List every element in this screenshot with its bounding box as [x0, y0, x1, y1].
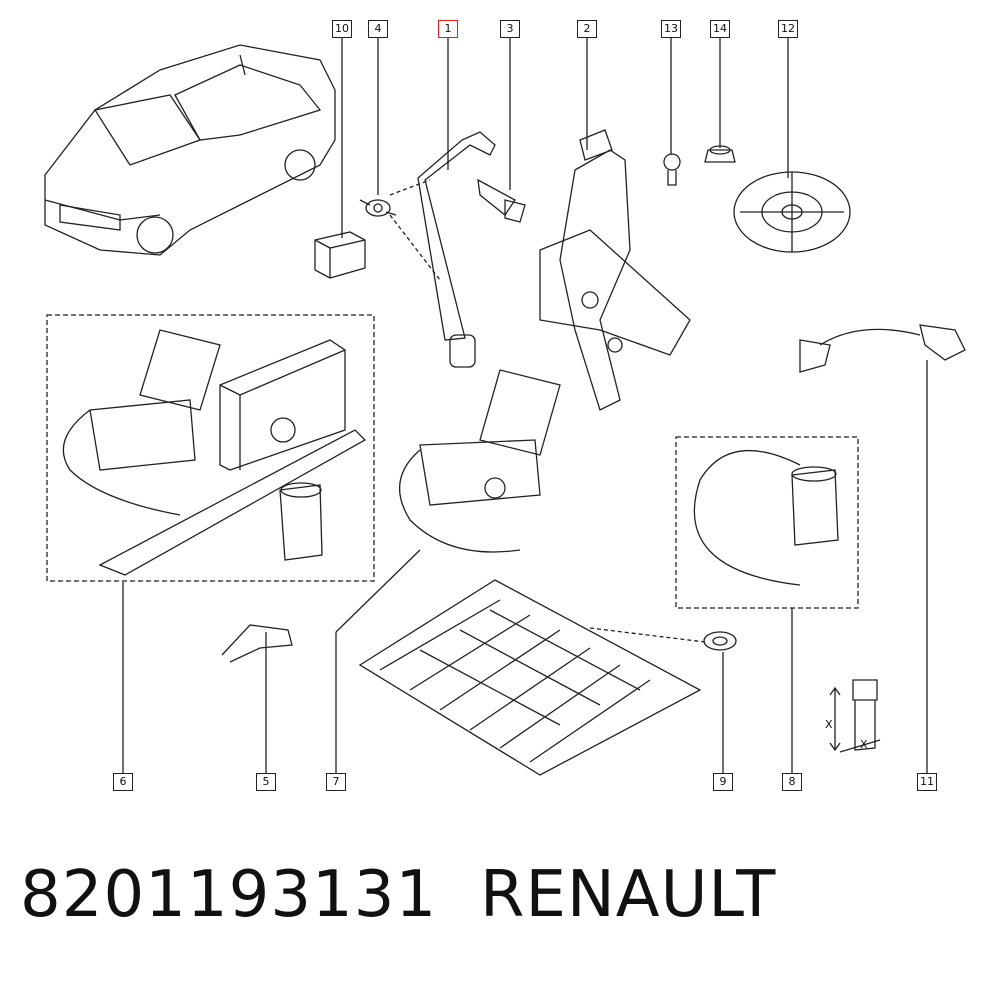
part-number: 8201193131	[20, 858, 438, 932]
grommet	[703, 631, 737, 651]
sensor-cable	[799, 324, 966, 373]
callout-4: 4	[368, 20, 388, 38]
callout-10: 10	[332, 20, 352, 38]
callout-9: 9	[713, 773, 733, 791]
scissor-jack	[539, 129, 691, 411]
foam-block	[314, 231, 366, 279]
callout-6: 6	[113, 773, 133, 791]
leader-lines	[122, 36, 928, 774]
brand-name: RENAULT	[480, 858, 777, 932]
callout-7: 7	[326, 773, 346, 791]
hex-nut	[704, 145, 736, 163]
dimension-label-vertical: X	[825, 718, 833, 731]
screw	[663, 153, 681, 186]
dimension-bolt	[829, 679, 881, 753]
tool-key	[221, 624, 293, 663]
callout-11: 11	[917, 773, 937, 791]
sealant-group	[675, 436, 859, 609]
compressor	[398, 369, 561, 553]
hook-bolt	[477, 178, 526, 223]
callout-12: 12	[778, 20, 798, 38]
wheel-wrench	[417, 131, 496, 368]
dimension-label-horizontal: X	[860, 738, 868, 751]
callout-5: 5	[256, 773, 276, 791]
wing-nut	[359, 199, 397, 217]
callout-8: 8	[782, 773, 802, 791]
car-illustration	[44, 44, 336, 256]
callout-2: 2	[577, 20, 597, 38]
floor-mat	[358, 579, 702, 776]
callout-3: 3	[500, 20, 520, 38]
callout-14: 14	[710, 20, 730, 38]
spare-wheel-holder	[733, 171, 851, 253]
callout-1: 1	[438, 20, 458, 38]
callout-13: 13	[661, 20, 681, 38]
repair-kit-group	[46, 314, 375, 582]
